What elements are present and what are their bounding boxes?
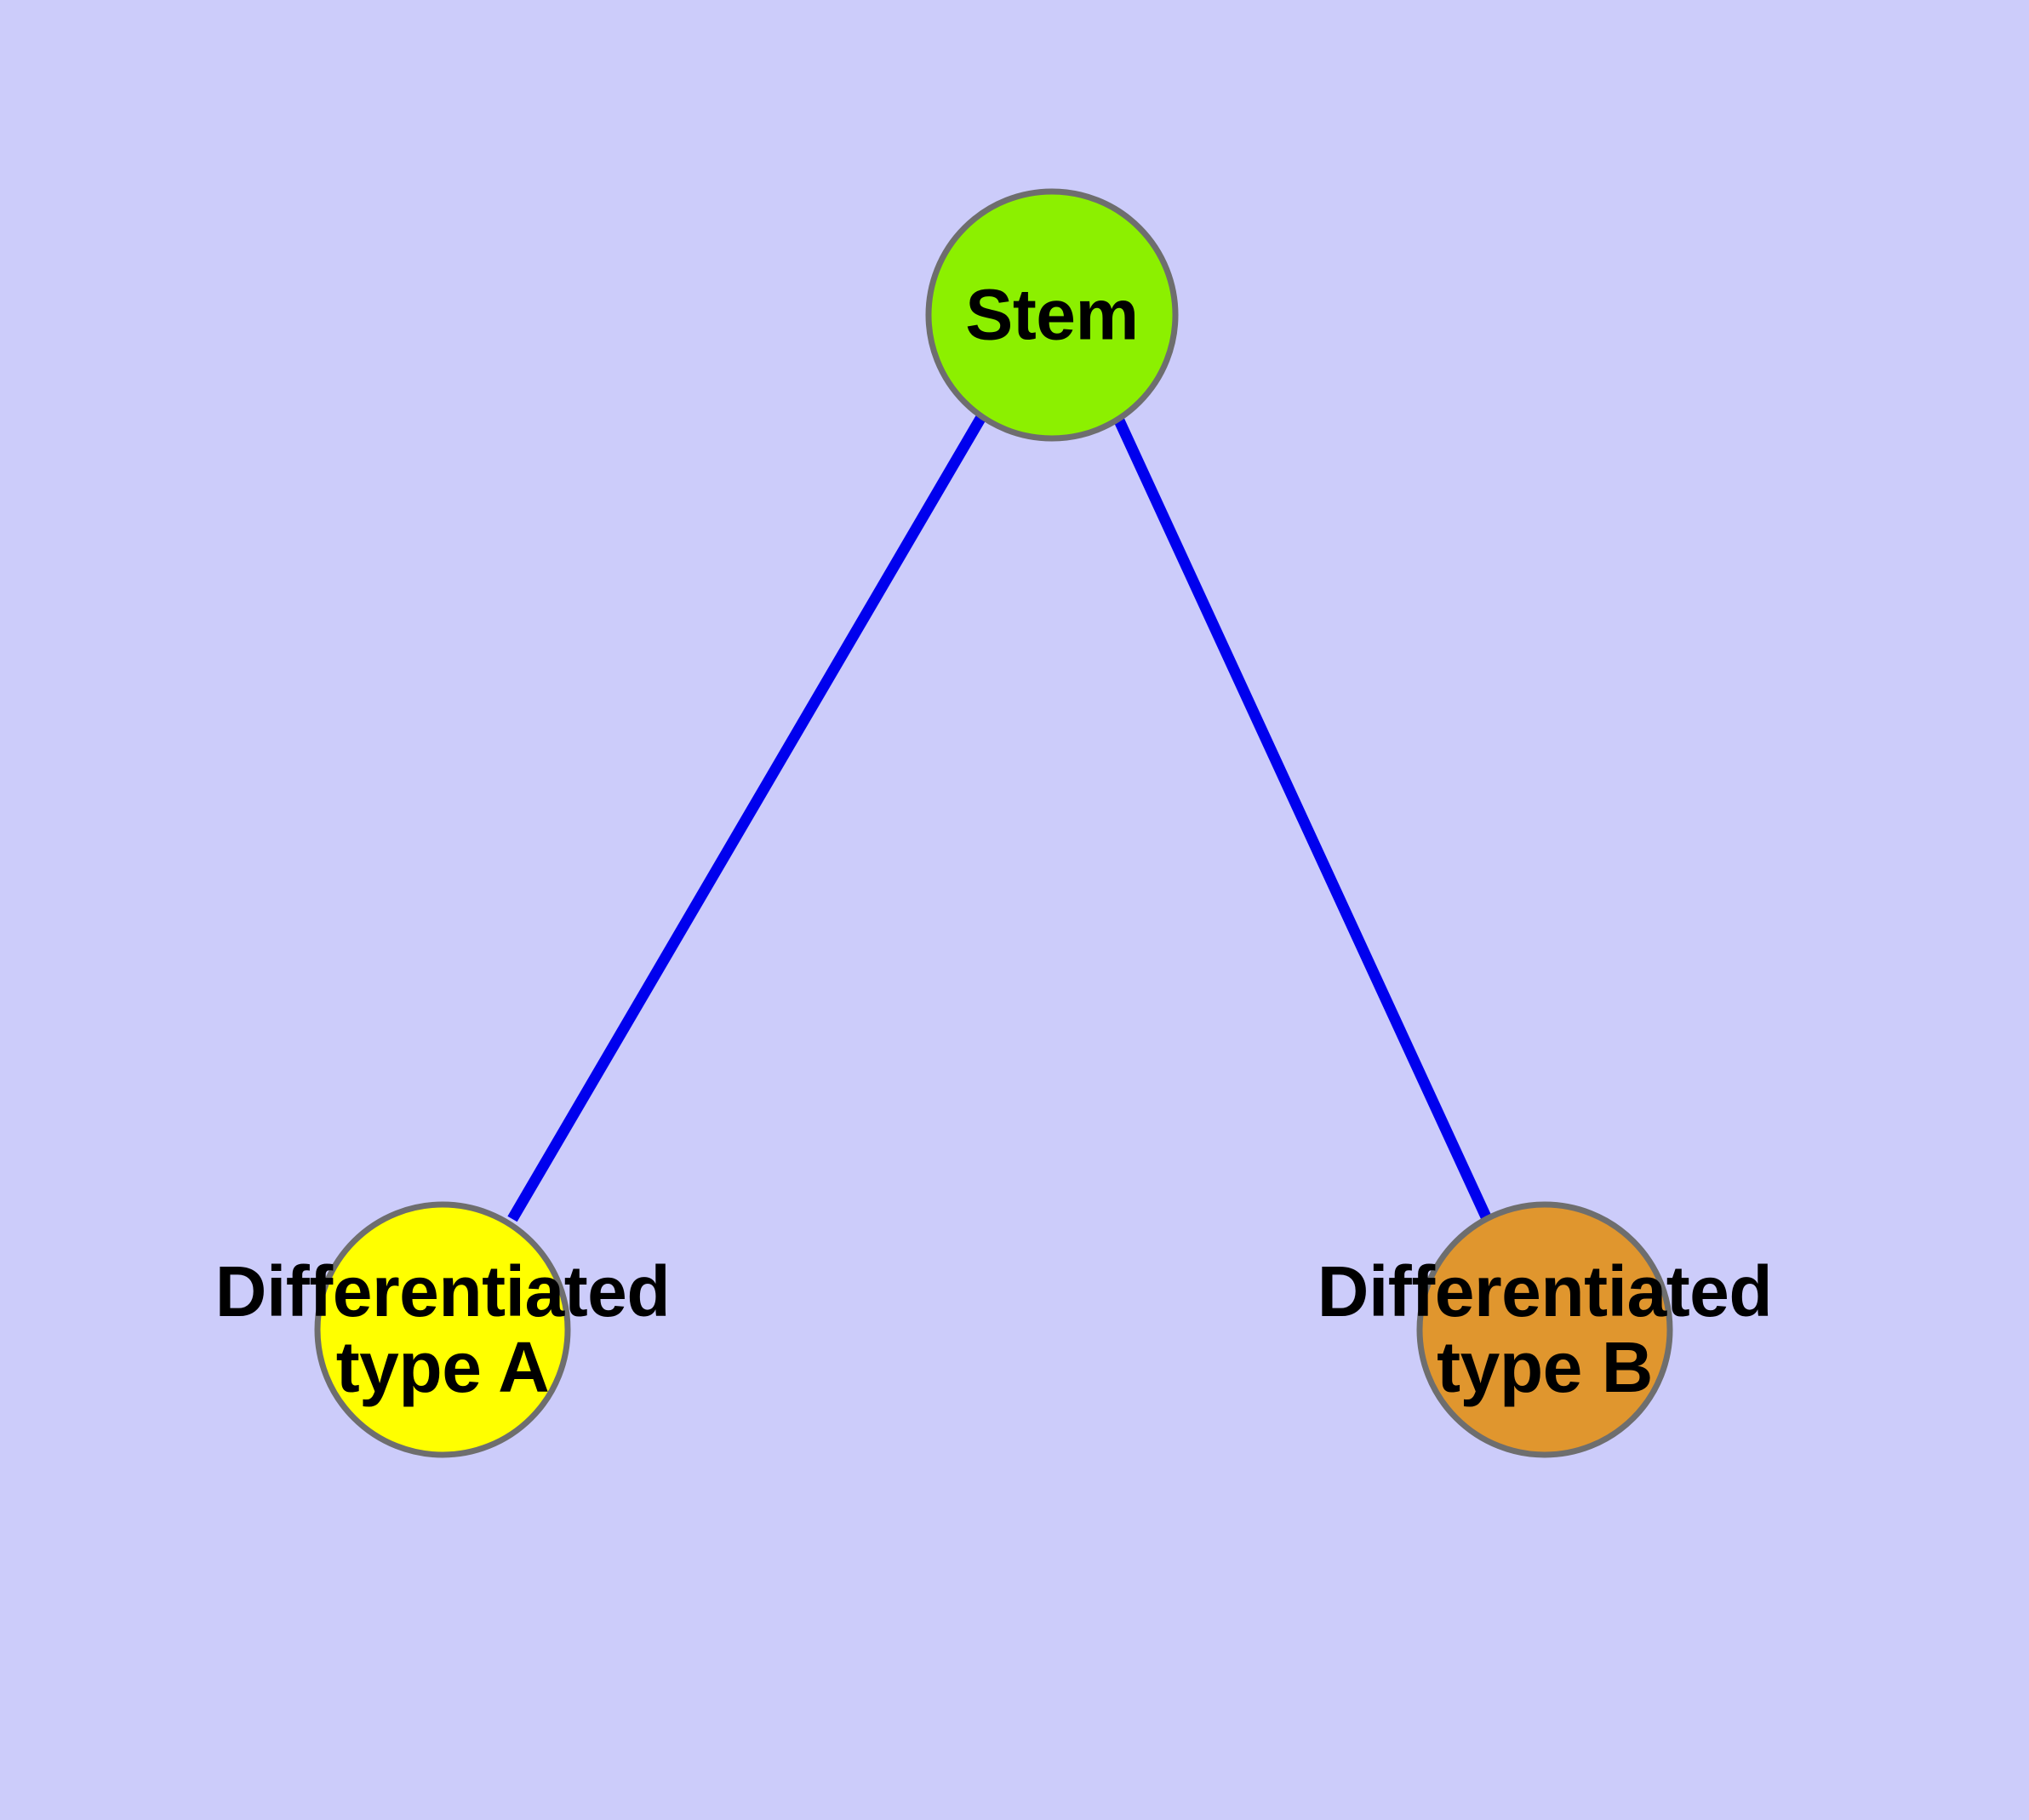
node-layer — [314, 188, 1673, 1458]
node-stem[interactable] — [925, 188, 1179, 442]
edge-layer — [507, 414, 1494, 1225]
node-differentiated-type-a[interactable] — [314, 1201, 571, 1458]
node-differentiated-type-b[interactable] — [1416, 1201, 1673, 1458]
edge-stem-to-differentiated-type-b[interactable] — [1114, 418, 1494, 1225]
edge-stem-to-differentiated-type-a[interactable] — [507, 414, 986, 1222]
